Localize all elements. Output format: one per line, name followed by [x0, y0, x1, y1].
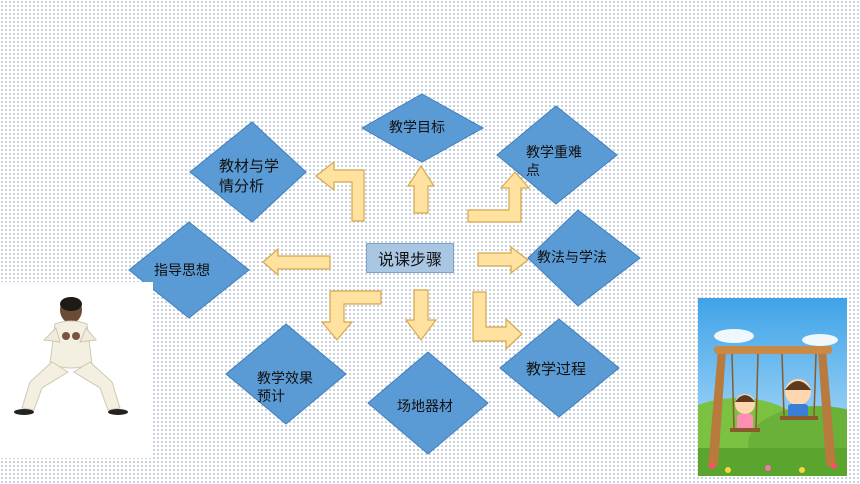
arrow-to-venue — [404, 289, 438, 341]
arrow-to-process — [472, 291, 523, 351]
diamond-venue — [367, 351, 489, 455]
label-goals: 教学目标 — [389, 120, 445, 136]
arrow-to-methods — [477, 245, 529, 275]
diamond-process — [499, 318, 620, 418]
arrow-to-guiding — [262, 247, 331, 277]
arrow-to-effect — [320, 290, 382, 341]
arrow-to-goals — [406, 164, 436, 214]
diamond-key-points — [496, 105, 618, 205]
label-methods: 教法与学法 — [537, 250, 607, 266]
diamond-goals — [360, 93, 485, 163]
arrow-to-textbook — [315, 160, 365, 222]
label-process: 教学过程 — [526, 360, 587, 378]
swing-cartoon — [698, 298, 847, 476]
center-label: 说课步骤 — [377, 250, 442, 269]
label-effect: 教学效果预计 — [257, 371, 313, 405]
diamond-guiding — [128, 221, 250, 319]
label-guiding: 指导思想 — [154, 263, 210, 279]
label-key-points: 教学重难点 — [526, 145, 582, 179]
diamond-methods — [527, 209, 641, 307]
taichi-figure-icon — [14, 297, 128, 415]
label-venue: 场地器材 — [397, 399, 453, 415]
diamond-effect — [225, 323, 347, 425]
taichi-photo — [0, 282, 153, 458]
diamond-textbook — [189, 121, 307, 223]
arrow-to-key-points — [467, 171, 531, 223]
label-textbook: 教材与学情分析 — [219, 157, 280, 195]
swing-children-icon — [698, 298, 847, 476]
center-node: 说课步骤 — [366, 243, 454, 273]
